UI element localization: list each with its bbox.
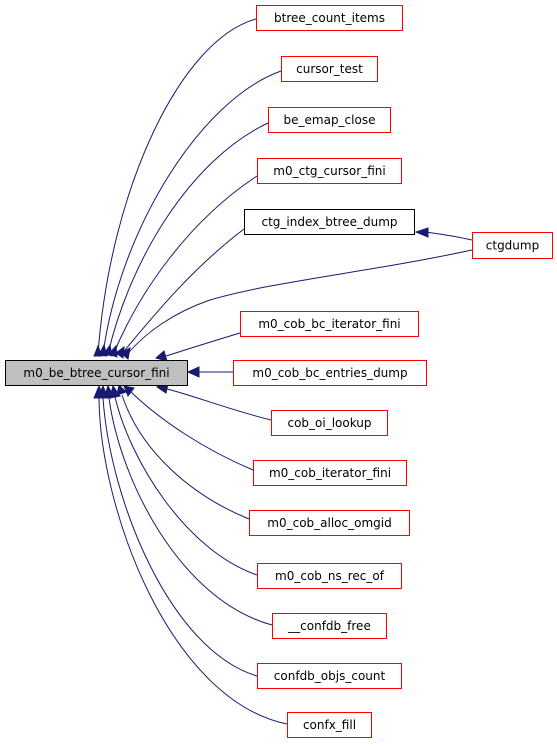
caller-node-confx-fill[interactable]: confx_fill: [287, 712, 372, 738]
node-box: [5, 360, 188, 386]
edge-line: [121, 394, 250, 520]
arrowhead-icon: [186, 366, 200, 378]
caller-node-ctg-index-btree-dump[interactable]: ctg_index_btree_dump: [244, 209, 415, 235]
edge-line: [108, 397, 273, 626]
edge-n15-to-root: [93, 384, 288, 725]
arrowhead-icon: [123, 385, 135, 398]
node-box: [271, 410, 388, 436]
caller-node-m0-cob-iterator-fini[interactable]: m0_cob_iterator_fini: [253, 460, 407, 486]
node-label: m0_cob_alloc_omgid: [267, 516, 391, 530]
node-label: m0_ctg_cursor_fini: [273, 164, 385, 178]
edges-layer: [93, 18, 473, 725]
edge-line: [107, 122, 269, 355]
edge-n9-to-root: [155, 383, 272, 421]
node-label: confx_fill: [303, 718, 356, 732]
caller-node-m0-cob-bc-entries-dump[interactable]: m0_cob_bc_entries_dump: [233, 360, 427, 386]
root-node[interactable]: m0_be_btree_cursor_fini: [5, 360, 188, 386]
arrowhead-icon: [108, 344, 118, 358]
node-label: ctg_index_btree_dump: [261, 215, 397, 229]
edge-n1-to-root: [93, 18, 257, 357]
edge-n5-to-root: [115, 228, 245, 359]
node-label: confdb_objs_count: [274, 669, 386, 683]
node-box: [257, 563, 402, 589]
node-label: be_emap_close: [284, 113, 376, 127]
arrowhead-icon: [154, 350, 168, 362]
caller-node-ctgdump[interactable]: ctgdump: [472, 232, 553, 259]
node-label: btree_count_items: [274, 11, 385, 25]
arrowhead-icon: [116, 383, 127, 396]
edge-n13-to-root: [103, 384, 273, 626]
node-box: [287, 712, 372, 738]
node-label: m0_cob_iterator_fini: [269, 466, 391, 480]
caller-node-be-emap-close[interactable]: be_emap_close: [268, 107, 391, 133]
caller-node-m0-cob-bc-iterator-fini[interactable]: m0_cob_bc_iterator_fini: [240, 311, 419, 337]
edge-line: [119, 228, 245, 357]
node-box: [244, 209, 415, 235]
arrowhead-icon: [120, 347, 131, 360]
caller-node-m0-cob-alloc-omgid[interactable]: m0_cob_alloc_omgid: [249, 510, 410, 536]
edge-line: [166, 388, 272, 421]
edge-line: [98, 397, 288, 725]
edge-line: [124, 249, 473, 358]
node-box: [268, 107, 391, 133]
caller-node-confdb-objs-count[interactable]: confdb_objs_count: [257, 663, 402, 689]
edge-n6-to-n5: [414, 227, 473, 241]
edge-line: [112, 175, 258, 356]
node-label: m0_cob_bc_iterator_fini: [258, 317, 400, 331]
edge-n4-to-root: [108, 175, 258, 358]
caller-node-cursor-test[interactable]: cursor_test: [281, 56, 378, 82]
edge-n11-to-root: [116, 383, 250, 520]
node-box: [240, 311, 419, 337]
node-label: m0_be_btree_cursor_fini: [23, 366, 169, 380]
node-label: ctgdump: [486, 239, 539, 253]
caller-node-btree-count-items[interactable]: btree_count_items: [256, 5, 403, 31]
edge-line: [114, 396, 258, 576]
node-box: [281, 56, 378, 82]
caller-node-m0-ctg-cursor-fini[interactable]: m0_ctg_cursor_fini: [257, 158, 402, 184]
node-label: m0_cob_bc_entries_dump: [252, 366, 407, 380]
caller-node-m0-cob-ns-rec-of[interactable]: m0_cob_ns_rec_of: [257, 563, 402, 589]
node-label: m0_cob_ns_rec_of: [275, 569, 385, 583]
node-label: __confdb_free: [287, 619, 371, 633]
node-label: cob_oi_lookup: [287, 416, 371, 430]
node-box: [257, 158, 402, 184]
node-box: [272, 613, 387, 639]
node-box: [472, 232, 553, 259]
node-box: [257, 663, 402, 689]
node-box: [253, 460, 407, 486]
caller-node-cob-oi-lookup[interactable]: cob_oi_lookup: [271, 410, 388, 436]
edge-n7-to-root: [154, 332, 241, 362]
edge-n8-to-root: [186, 366, 233, 378]
node-box: [256, 5, 403, 31]
node-label: cursor_test: [296, 62, 363, 76]
node-box: [249, 510, 410, 536]
caller-node-confdb-free[interactable]: __confdb_free: [272, 613, 387, 639]
edge-line: [102, 397, 258, 677]
edge-line: [425, 231, 473, 241]
edge-line: [102, 70, 282, 355]
arrowhead-icon: [414, 227, 429, 238]
edge-line: [165, 332, 241, 357]
arrowhead-icon: [93, 384, 105, 399]
nodes-layer: m0_be_btree_cursor_fini btree_count_items…: [5, 5, 553, 738]
edge-n6-to-root: [120, 249, 473, 360]
node-box: [233, 360, 427, 386]
edge-line: [130, 391, 254, 471]
edge-line: [97, 18, 257, 355]
edge-n10-to-root: [123, 385, 254, 471]
